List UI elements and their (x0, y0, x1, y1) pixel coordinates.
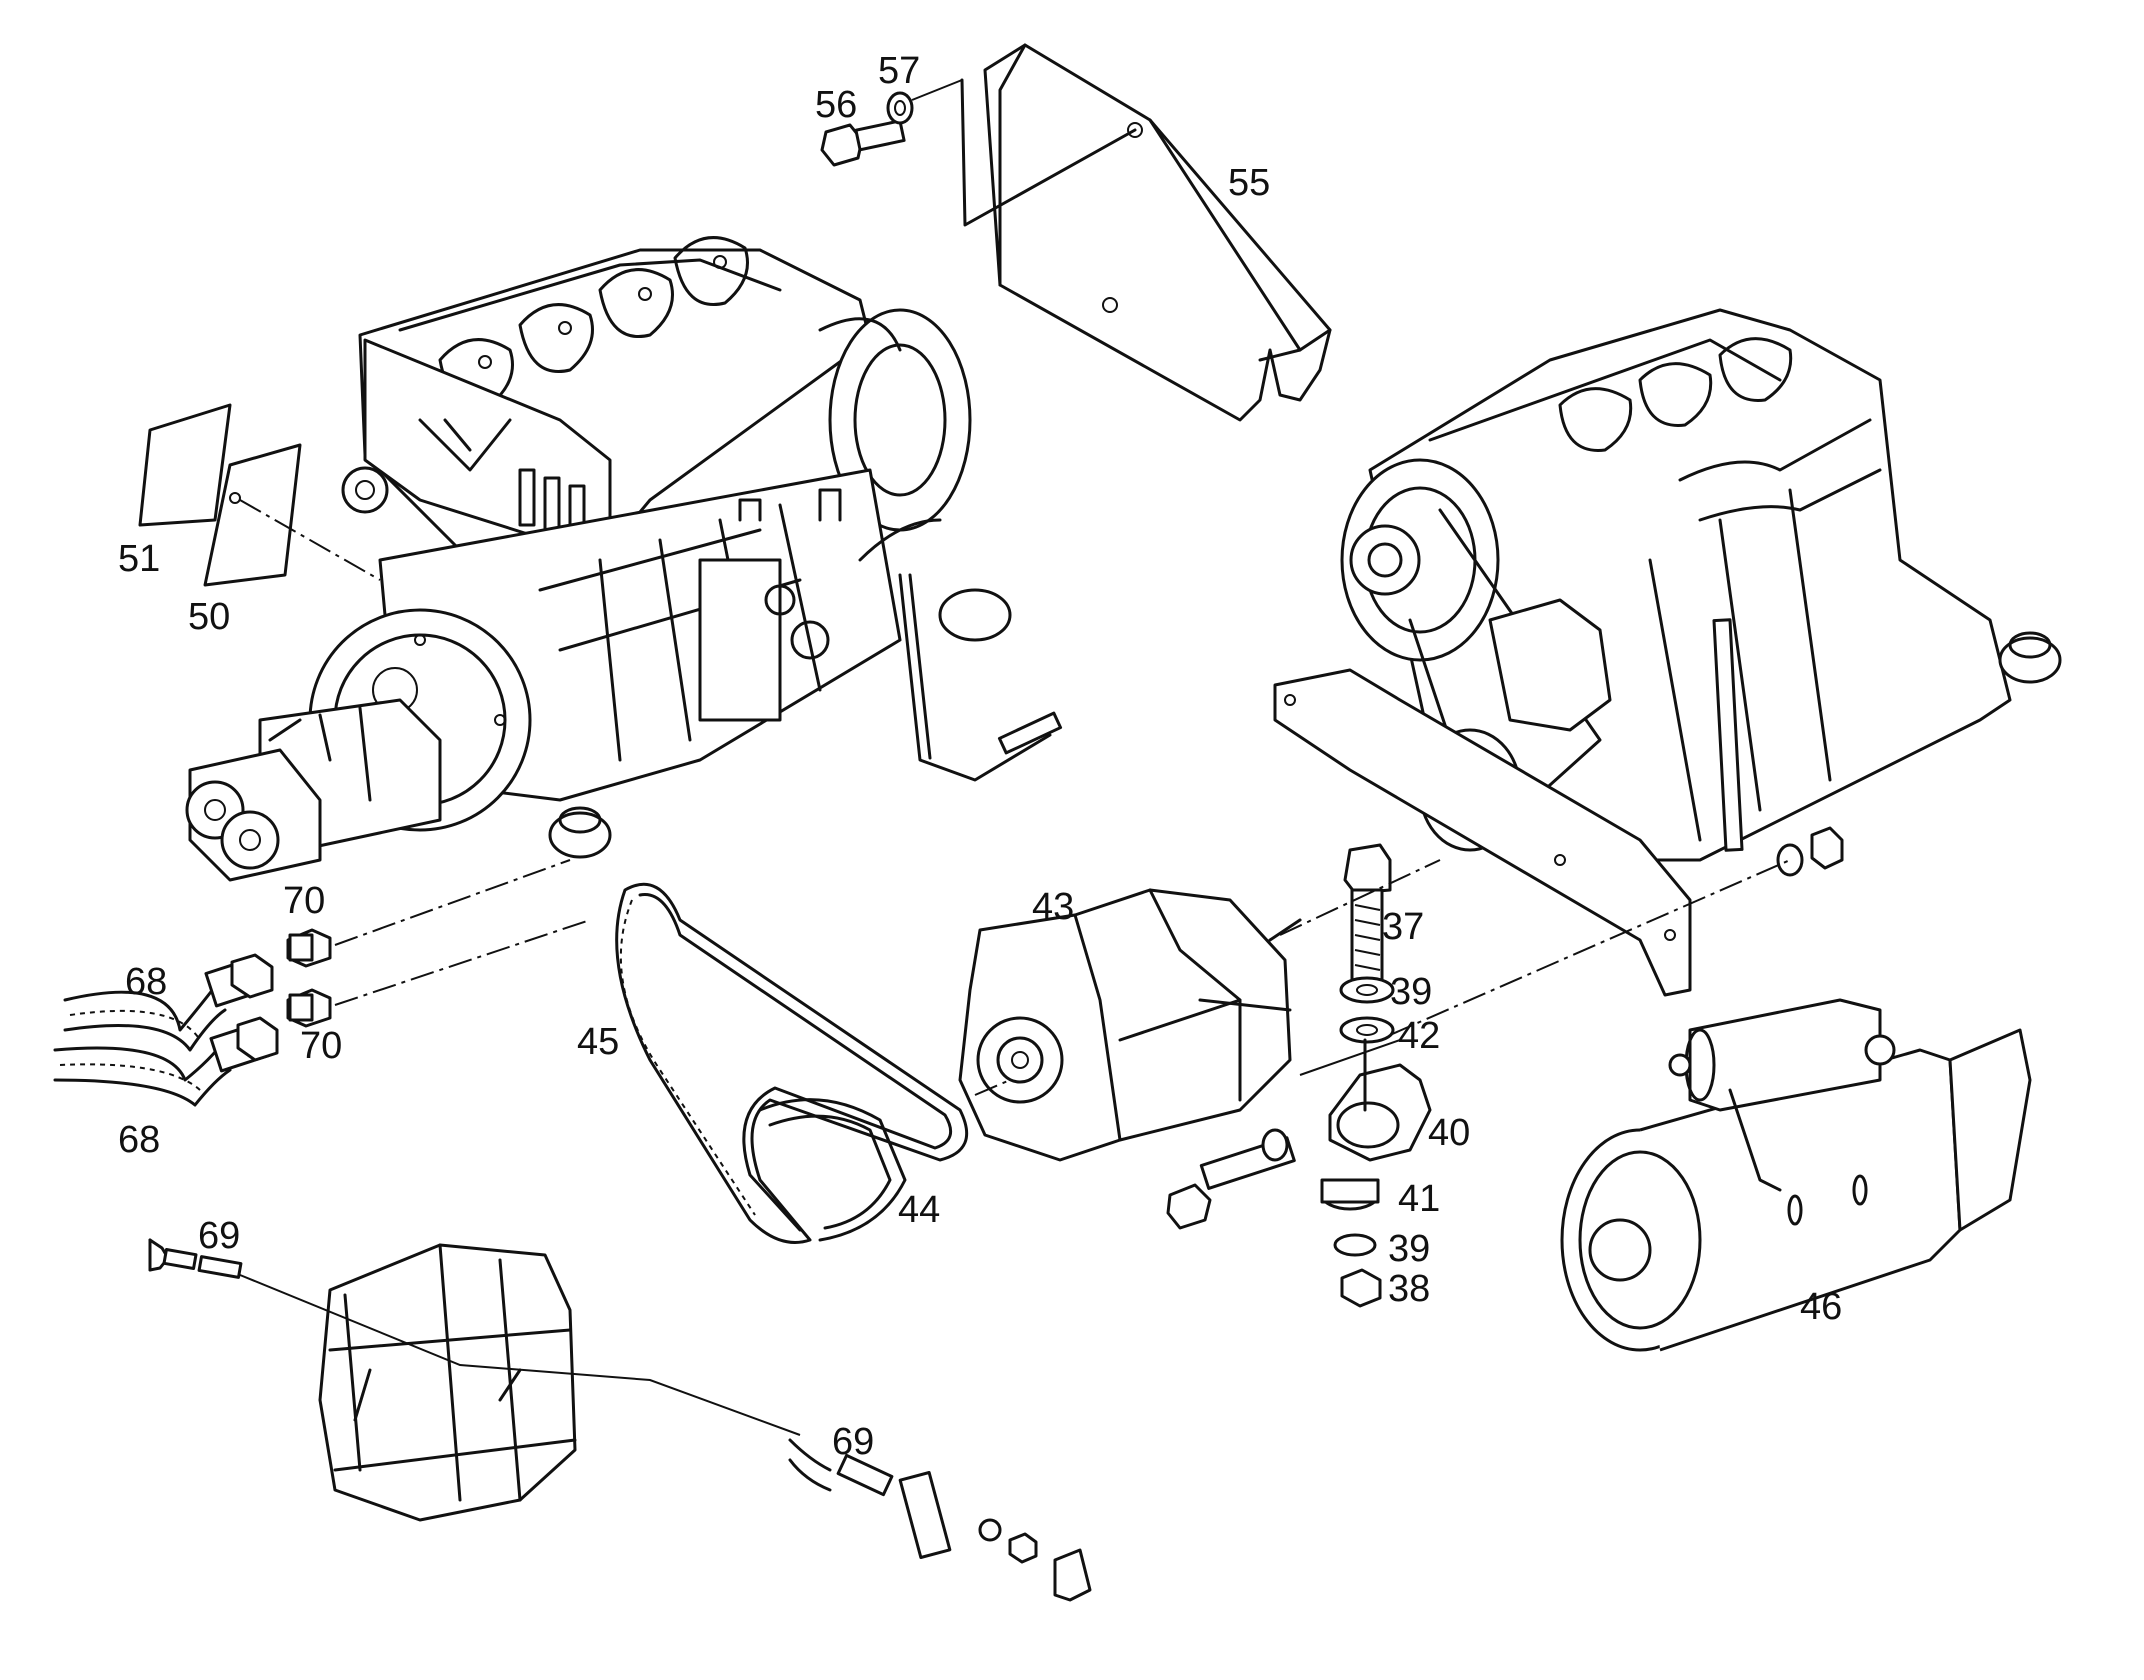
callout-39-top: 39 (1390, 971, 1433, 1013)
guard-sheet-drawing (960, 43, 1332, 422)
starter-motor-46 (1560, 998, 2032, 1352)
callout-42: 42 (1398, 1015, 1441, 1057)
v-belts-44-45 (615, 882, 969, 1244)
callout-39-bottom: 39 (1388, 1228, 1431, 1270)
couplings-and-hoses (53, 859, 591, 1107)
callout-70-top: 70 (283, 880, 326, 922)
callout-50: 50 (188, 596, 231, 638)
left-engine-drawing (185, 236, 1063, 882)
callout-56: 56 (815, 84, 858, 126)
callout-69-bottom: 69 (832, 1421, 875, 1463)
callout-43: 43 (1032, 886, 1075, 928)
cab-and-switch-69 (148, 1238, 1092, 1602)
callout-40: 40 (1428, 1112, 1471, 1154)
callout-44: 44 (898, 1189, 941, 1231)
callout-55: 55 (1228, 162, 1271, 204)
engine-mount-parts (1166, 843, 1432, 1308)
callout-69-top: 69 (198, 1215, 241, 1257)
callout-38: 38 (1388, 1268, 1431, 1310)
callout-46: 46 (1800, 1286, 1843, 1328)
callout-37: 37 (1382, 906, 1425, 948)
callout-68-top: 68 (125, 961, 168, 1003)
gaskets-50-51 (138, 403, 381, 587)
callout-57: 57 (878, 50, 921, 92)
callout-68-bottom: 68 (118, 1119, 161, 1161)
callout-51: 51 (118, 538, 161, 580)
bolt-56-washer-57 (820, 79, 963, 167)
alternator-43 (958, 888, 1302, 1162)
callout-41: 41 (1398, 1178, 1441, 1220)
callout-70-bottom: 70 (300, 1025, 343, 1067)
right-engine-drawing (1273, 308, 2062, 1036)
callout-45: 45 (577, 1021, 620, 1063)
